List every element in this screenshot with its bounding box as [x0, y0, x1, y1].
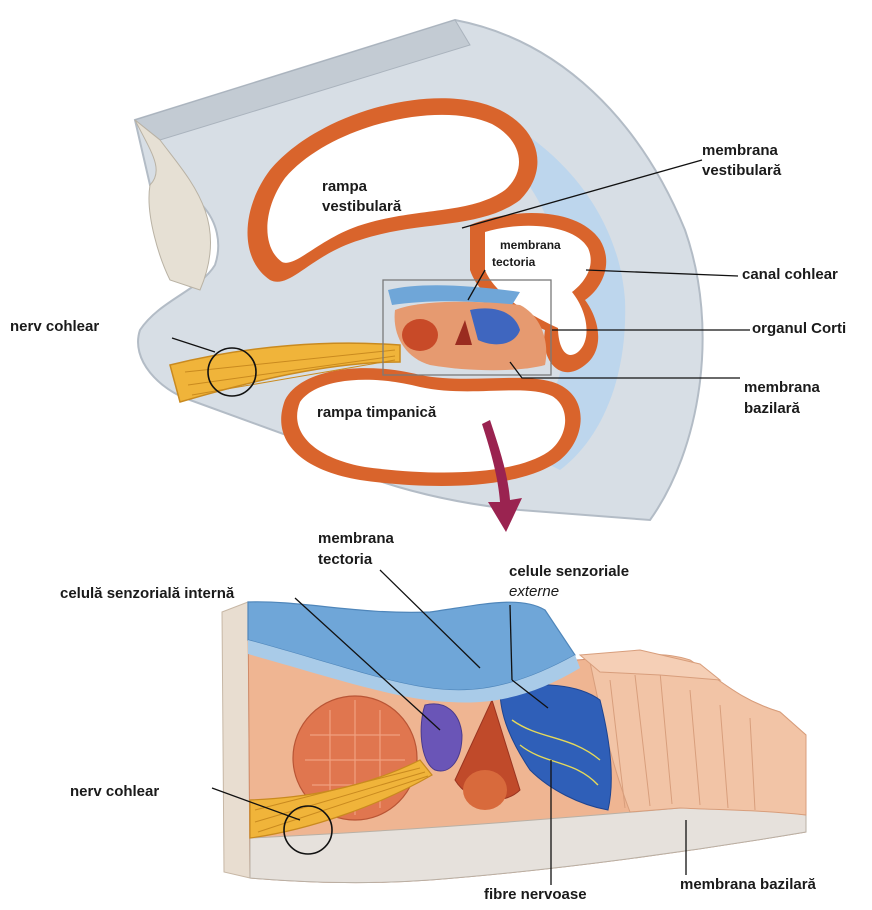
label-celula-interna: celulă senzorială internă	[60, 585, 234, 603]
label-nerv-cohlear-top: nerv cohlear	[10, 318, 99, 336]
label-fibre-nervoase: fibre nervoase	[484, 886, 587, 904]
tunnel-cell	[463, 770, 507, 810]
inner-tunnel-top	[402, 319, 438, 351]
label-canal-cohlear: canal cohlear	[742, 266, 838, 284]
label-celule-senzoriale-2: externe	[509, 583, 559, 601]
label-organul-corti: organul Corti	[752, 320, 846, 338]
label-membrana-vestibulara-2: vestibulară	[702, 162, 781, 180]
label-rampa-timpanica: rampa timpanică	[317, 404, 436, 422]
label-rampa-vestibulara-1: rampa	[322, 178, 367, 196]
label-membrana-bazilara-bottom: membrana bazilară	[680, 876, 816, 894]
label-membrana-tectoria-top-2: tectoria	[492, 255, 535, 269]
label-membrana-vestibulara-1: membrana	[702, 142, 778, 160]
label-membrana-bazilara-top-1: membrana	[744, 379, 820, 397]
label-membrana-tectoria-top-1: membrana	[500, 238, 561, 252]
organ-of-corti-detail	[212, 570, 806, 885]
label-nerv-cohlear-bottom: nerv cohlear	[70, 783, 159, 801]
cochlea-cross-section	[135, 20, 750, 532]
label-membrana-tectoria-bottom-1: membrana	[318, 530, 394, 548]
label-rampa-vestibulara-2: vestibulară	[322, 198, 401, 216]
label-membrana-bazilara-top-2: bazilară	[744, 400, 800, 418]
label-membrana-tectoria-bottom-2: tectoria	[318, 551, 372, 569]
label-celule-senzoriale-1: celule senzoriale	[509, 563, 629, 581]
block-left-face	[222, 602, 250, 878]
scala-tympani-lumen	[297, 380, 565, 473]
